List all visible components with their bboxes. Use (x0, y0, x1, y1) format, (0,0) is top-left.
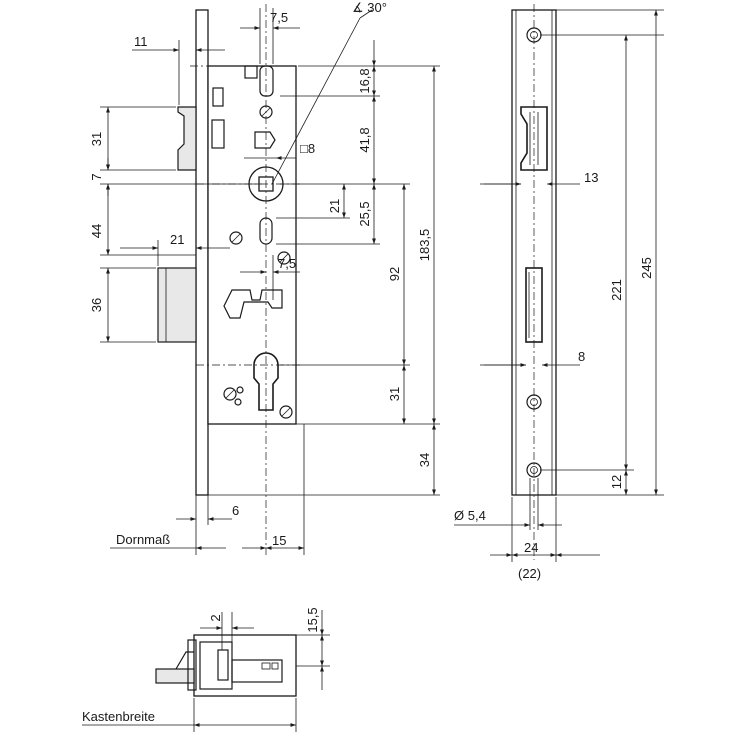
dim-31-bottom: 31 (387, 387, 402, 401)
faceplate-hole-mid (526, 394, 542, 410)
dim-183-5: 183,5 (417, 229, 432, 262)
faceplate-front (195, 9, 209, 496)
dim-15: 15 (272, 533, 286, 548)
dimension-lines-side (454, 10, 658, 557)
case-screws (223, 105, 293, 419)
dim-21-h: 21 (170, 232, 184, 247)
extension-lines-side (480, 9, 664, 562)
bolt-opening (525, 267, 543, 343)
front-view (157, 4, 300, 555)
dim-221: 221 (609, 279, 624, 301)
extension-lines-front (100, 8, 440, 555)
dimension-labels-side: 13 8 Ø 5,4 24 (22) 245 221 12 (454, 170, 654, 581)
dim-24: 24 (524, 540, 538, 555)
dimension-lines-top (82, 610, 324, 727)
dim-31-top: 31 (89, 132, 104, 146)
dim-44: 44 (89, 224, 104, 238)
lock-case (207, 65, 297, 425)
label-kastenbreite: Kastenbreite (82, 709, 155, 724)
case-top (193, 634, 297, 697)
faceplate-side-view (511, 4, 557, 560)
latch-bolt (177, 106, 197, 171)
dim-2: 2 (208, 614, 223, 621)
dim-8: 8 (578, 349, 585, 364)
dim-16-8: 16,8 (357, 68, 372, 93)
dimension-lines-front (106, 9, 436, 550)
dim-13: 13 (584, 170, 598, 185)
dimension-labels-top: Kastenbreite 2 15,5 (82, 607, 320, 724)
dim-6: 6 (232, 503, 239, 518)
label-dornmass: Dornmaß (116, 532, 170, 547)
dim-square-8: □8 (300, 141, 315, 156)
dim-7: 7 (89, 173, 104, 180)
dim-21-v: 21 (327, 199, 342, 213)
dim-7-5-top: 7,5 (270, 10, 288, 25)
latch-top (155, 668, 195, 684)
latch-opening (520, 106, 548, 171)
dim-245: 245 (639, 257, 654, 279)
dim-12: 12 (609, 475, 624, 489)
dim-34: 34 (417, 453, 432, 467)
top-view (155, 634, 297, 697)
dimension-labels-front: 7,5 ∡ 30° 11 □8 21 7,5 6 15 Dornmaß 31 7… (89, 0, 432, 548)
dim-angle: ∡ 30° (352, 0, 387, 15)
dim-22: (22) (518, 566, 541, 581)
dim-41-8: 41,8 (357, 127, 372, 152)
dim-dia-5-4: Ø 5,4 (454, 508, 486, 523)
profile-cylinder-hole (253, 352, 279, 411)
dim-7-5-mid: 7,5 (278, 256, 296, 271)
dim-36: 36 (89, 298, 104, 312)
dim-15-5: 15,5 (305, 607, 320, 632)
dead-bolt (157, 267, 197, 343)
dim-11: 11 (134, 34, 148, 49)
dim-25-5: 25,5 (357, 201, 372, 226)
dim-92: 92 (387, 267, 402, 281)
